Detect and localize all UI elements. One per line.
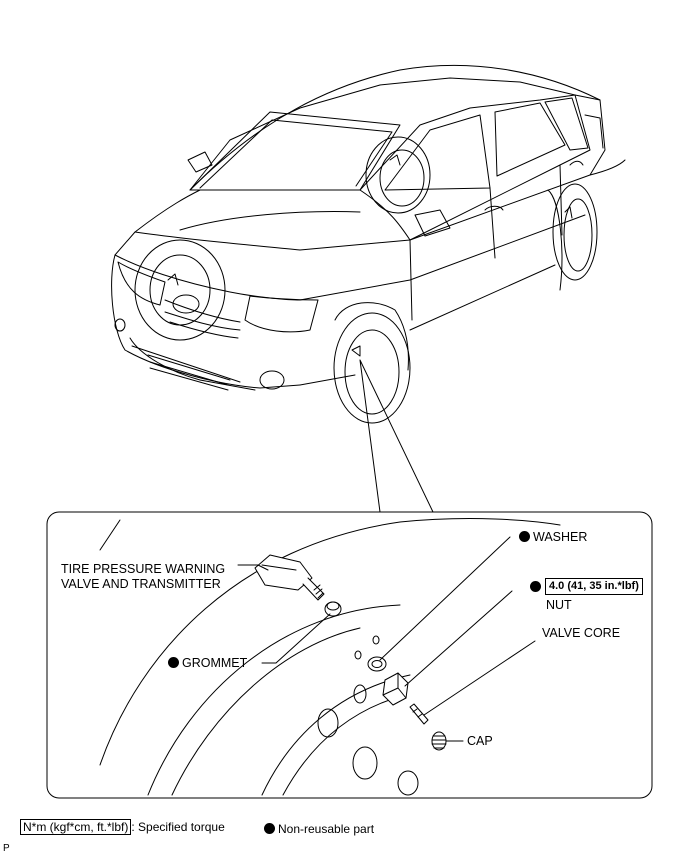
torque-legend-unit: N*m (kgf*cm, ft.*lbf) bbox=[20, 819, 132, 835]
non-reusable-dot-icon bbox=[168, 657, 179, 668]
grommet-label-text: GROMMET bbox=[182, 656, 248, 670]
non-reusable-dot-icon bbox=[264, 823, 275, 834]
nonreusable-legend: Non-reusable part bbox=[264, 822, 374, 836]
cap-part bbox=[431, 731, 447, 751]
valve-core-label: VALVE CORE bbox=[542, 626, 621, 640]
nonreusable-legend-text: Non-reusable part bbox=[278, 822, 375, 836]
nut-part bbox=[382, 672, 409, 706]
detail-frame bbox=[46, 511, 653, 799]
tpms-label-line2: VALVE AND TRANSMITTER bbox=[61, 577, 221, 591]
nut-torque-spec: 4.0 (41, 35 in.*lbf) bbox=[545, 578, 643, 595]
leader-lines bbox=[237, 536, 536, 742]
washer-part bbox=[367, 656, 387, 672]
non-reusable-dot-icon bbox=[530, 581, 541, 592]
detail-wheel bbox=[99, 518, 561, 796]
tpms-label-line1: TIRE PRESSURE WARNING bbox=[61, 562, 226, 576]
car-illustration bbox=[111, 64, 626, 424]
grommet-part bbox=[324, 601, 342, 617]
grommet-label: GROMMET bbox=[168, 656, 247, 671]
torque-legend-desc: : Specified torque bbox=[131, 820, 225, 834]
figure-code: P bbox=[3, 843, 10, 854]
callout-lines bbox=[359, 359, 434, 513]
non-reusable-dot-icon bbox=[519, 531, 530, 542]
valve-core-part bbox=[409, 703, 429, 725]
washer-label: WASHER bbox=[519, 530, 587, 545]
cap-label: CAP bbox=[467, 734, 493, 748]
tpms-sensor bbox=[254, 554, 325, 601]
washer-label-text: WASHER bbox=[533, 530, 588, 544]
nut-label: NUT bbox=[546, 598, 572, 612]
torque-legend: N*m (kgf*cm, ft.*lbf): Specified torque bbox=[20, 819, 225, 835]
